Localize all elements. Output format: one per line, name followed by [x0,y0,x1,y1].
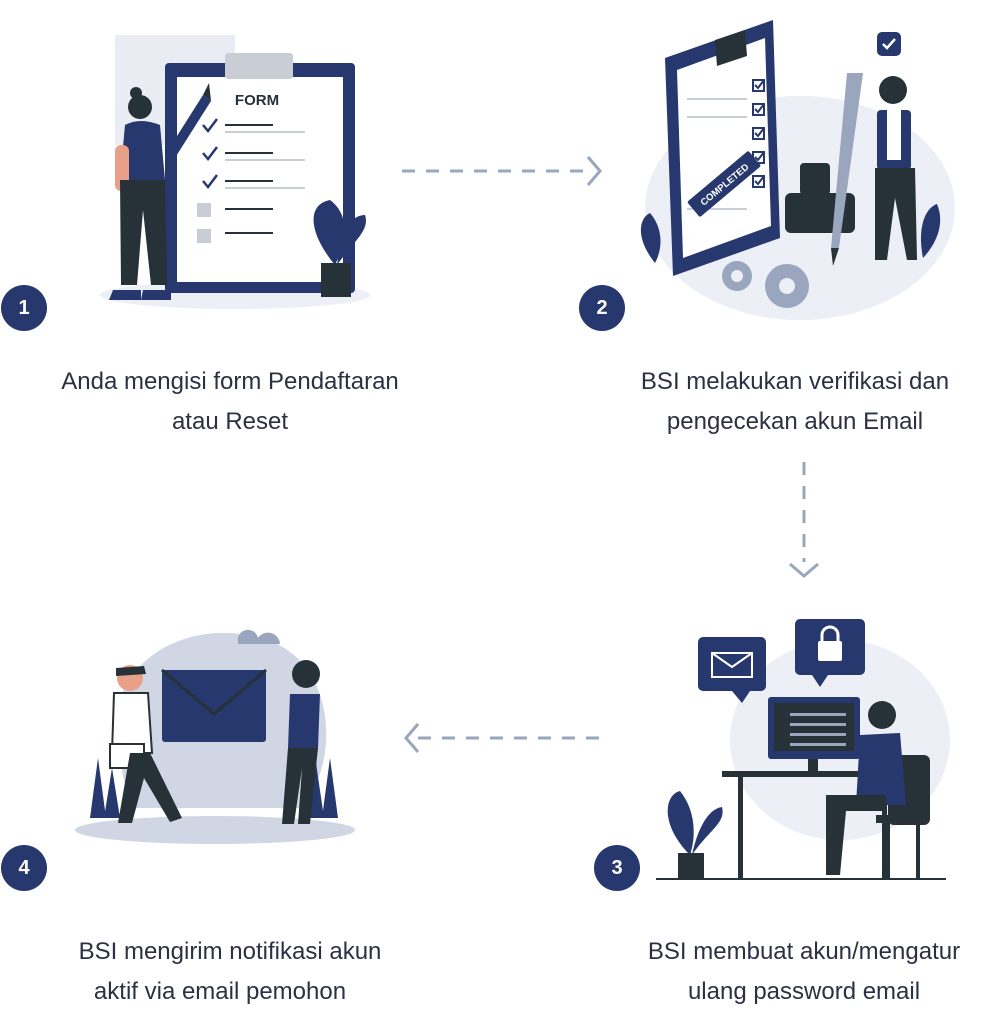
step3-caption-line2: ulang password email [687,978,921,1005]
step-badge-1: 1 [1,285,47,331]
step1-caption-line1: Anda mengisi form Pendaftaran [61,368,399,395]
step1-illustration: FORM [85,25,375,315]
step-badge-3: 3 [594,845,640,891]
step2-illustration: COMPLETED [625,18,955,323]
form-clipboard-illustration: FORM [100,35,370,309]
step3-caption-line1: BSI membuat akun/mengatur [647,938,961,965]
dashed-arrow-right-icon [402,156,602,186]
form-label: FORM [235,92,279,109]
step4-illustration [70,618,360,848]
arrow-left [400,720,610,760]
step3-illustration [650,615,950,885]
verification-illustration: COMPLETED [640,20,955,320]
step-badge-2: 2 [579,285,625,331]
step2-caption: BSI melakukan verifikasi dan pengecekan … [590,362,1000,442]
arrow-down [785,460,825,582]
step1-caption-line2: atau Reset [171,408,289,435]
dashed-arrow-left-icon [404,723,606,753]
step4-caption-line2: aktif via email pemohon [93,978,347,1005]
step4-caption: BSI mengirim notifikasi akun aktif via e… [20,932,440,1012]
step1-caption: Anda mengisi form Pendaftaran atau Reset [0,362,460,442]
email-delivery-illustration [75,629,355,844]
step3-caption: BSI membuat akun/mengatur ulang password… [608,932,1000,1012]
step4-caption-line1: BSI mengirim notifikasi akun [78,938,382,965]
step-badge-4: 4 [1,845,47,891]
computer-desk-illustration [656,619,950,880]
step2-caption-line1: BSI melakukan verifikasi dan [640,368,950,395]
arrow-right [400,153,610,193]
step2-caption-line2: pengecekan akun Email [666,408,924,435]
dashed-arrow-down-icon [789,462,819,578]
